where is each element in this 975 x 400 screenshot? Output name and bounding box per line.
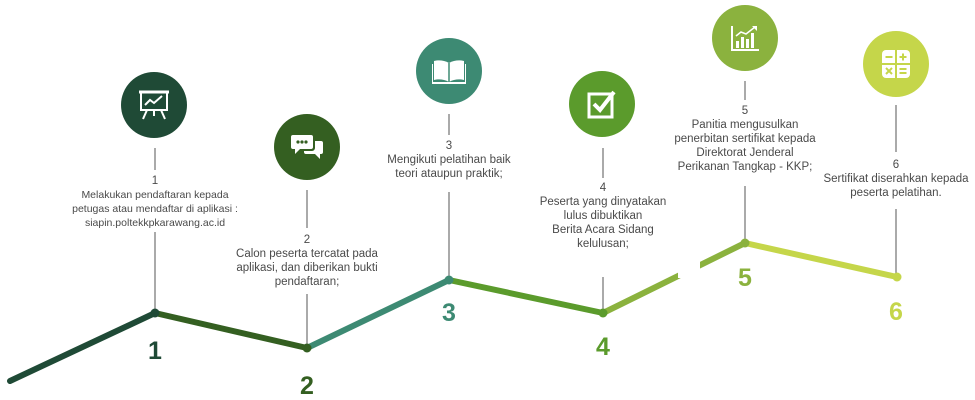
timeline-segment-2 [152, 310, 310, 351]
step-6-text: 6 Sertifikat diserahkan kepada peserta p… [806, 158, 975, 200]
step-6-number: 6 [889, 298, 903, 326]
step-5-line-4: Perikanan Tangkap - KKP; [677, 161, 813, 173]
step-2-line-2: aplikasi, dan diberikan bukti [236, 262, 378, 274]
step-1-text: 1 Melakukan pendaftaran kepada petugas a… [30, 174, 280, 230]
step-6-line-1: Sertifikat diserahkan kepada [823, 173, 969, 185]
chat-bubbles-icon [291, 135, 323, 159]
open-book-icon [432, 60, 466, 84]
bar-chart-icon [731, 26, 759, 51]
step-4-line-4: kelulusan; [577, 238, 629, 250]
step-3-circle [416, 38, 482, 104]
checkbox-icon [587, 90, 616, 119]
timeline-gap-2 [678, 256, 700, 278]
timeline-segment-5 [600, 240, 748, 316]
step-4-circle [569, 71, 635, 137]
step-1-index: 1 [151, 175, 159, 187]
step-2-line-3: pendaftaran; [274, 276, 340, 288]
step-3-line-2: teori ataupun praktik; [395, 168, 503, 180]
step-6-line-2: peserta pelatihan. [850, 187, 942, 199]
timeline-dot-4 [598, 308, 608, 318]
timeline-segment-1 [7, 310, 158, 384]
step-2-text: 2 Calon peserta tercatat pada aplikasi, … [212, 233, 402, 289]
timeline-dot-5 [740, 238, 750, 248]
step-4-line-3: Berita Acara Sidang [552, 224, 654, 236]
step-4-index: 4 [599, 182, 607, 194]
step-1-circle [121, 72, 187, 138]
step-2-line-1: Calon peserta tercatat pada [236, 248, 378, 260]
step-2-circle [274, 114, 340, 180]
step-5-line-1: Panitia mengusulkan [691, 119, 799, 131]
step-2-number: 2 [300, 372, 314, 400]
timeline-segment-6 [742, 240, 900, 280]
step-4-text: 4 Peserta yang dinyatakan lulus dibuktik… [513, 181, 693, 251]
step-2-index: 2 [303, 234, 311, 246]
calculator-icon [882, 50, 910, 78]
step-1-line-3: siapin.poltekkpkarawang.ac.id [84, 217, 226, 229]
step-5-number: 5 [738, 264, 752, 292]
step-4-line-2: lulus dibuktikan [563, 210, 643, 222]
step-5-line-2: penerbitan sertifikat kepada [674, 133, 816, 145]
step-3-number: 3 [442, 299, 456, 327]
step-3-line-1: Mengikuti pelatihan baik [387, 154, 511, 166]
step-1-number: 1 [148, 337, 162, 365]
timeline-dot-2 [302, 343, 312, 353]
step-4-line-1: Peserta yang dinyatakan [539, 196, 667, 208]
timeline-dot-1 [150, 308, 160, 318]
step-1-line-2: petugas atau mendaftar di aplikasi : [72, 203, 238, 215]
step-6-index: 6 [892, 159, 900, 171]
step-4-number: 4 [596, 333, 610, 361]
step-3-text: 3 Mengikuti pelatihan baik teori ataupun… [369, 139, 529, 181]
step-5-circle [712, 5, 778, 71]
timeline-segment-3 [304, 277, 452, 351]
step-5-index: 5 [741, 105, 749, 117]
step-3-index: 3 [445, 140, 453, 152]
step-5-text: 5 Panitia mengusulkan penerbitan sertifi… [650, 104, 840, 174]
presentation-board-icon [139, 90, 169, 120]
timeline-segment-4 [446, 277, 606, 316]
step-1-line-1: Melakukan pendaftaran kepada [81, 189, 229, 201]
timeline-dot-3 [444, 275, 454, 285]
timeline-dot-6 [892, 272, 902, 282]
step-6-circle [863, 31, 929, 97]
timeline-gap-1 [574, 272, 610, 296]
step-5-line-3: Direktorat Jenderal [696, 147, 794, 159]
